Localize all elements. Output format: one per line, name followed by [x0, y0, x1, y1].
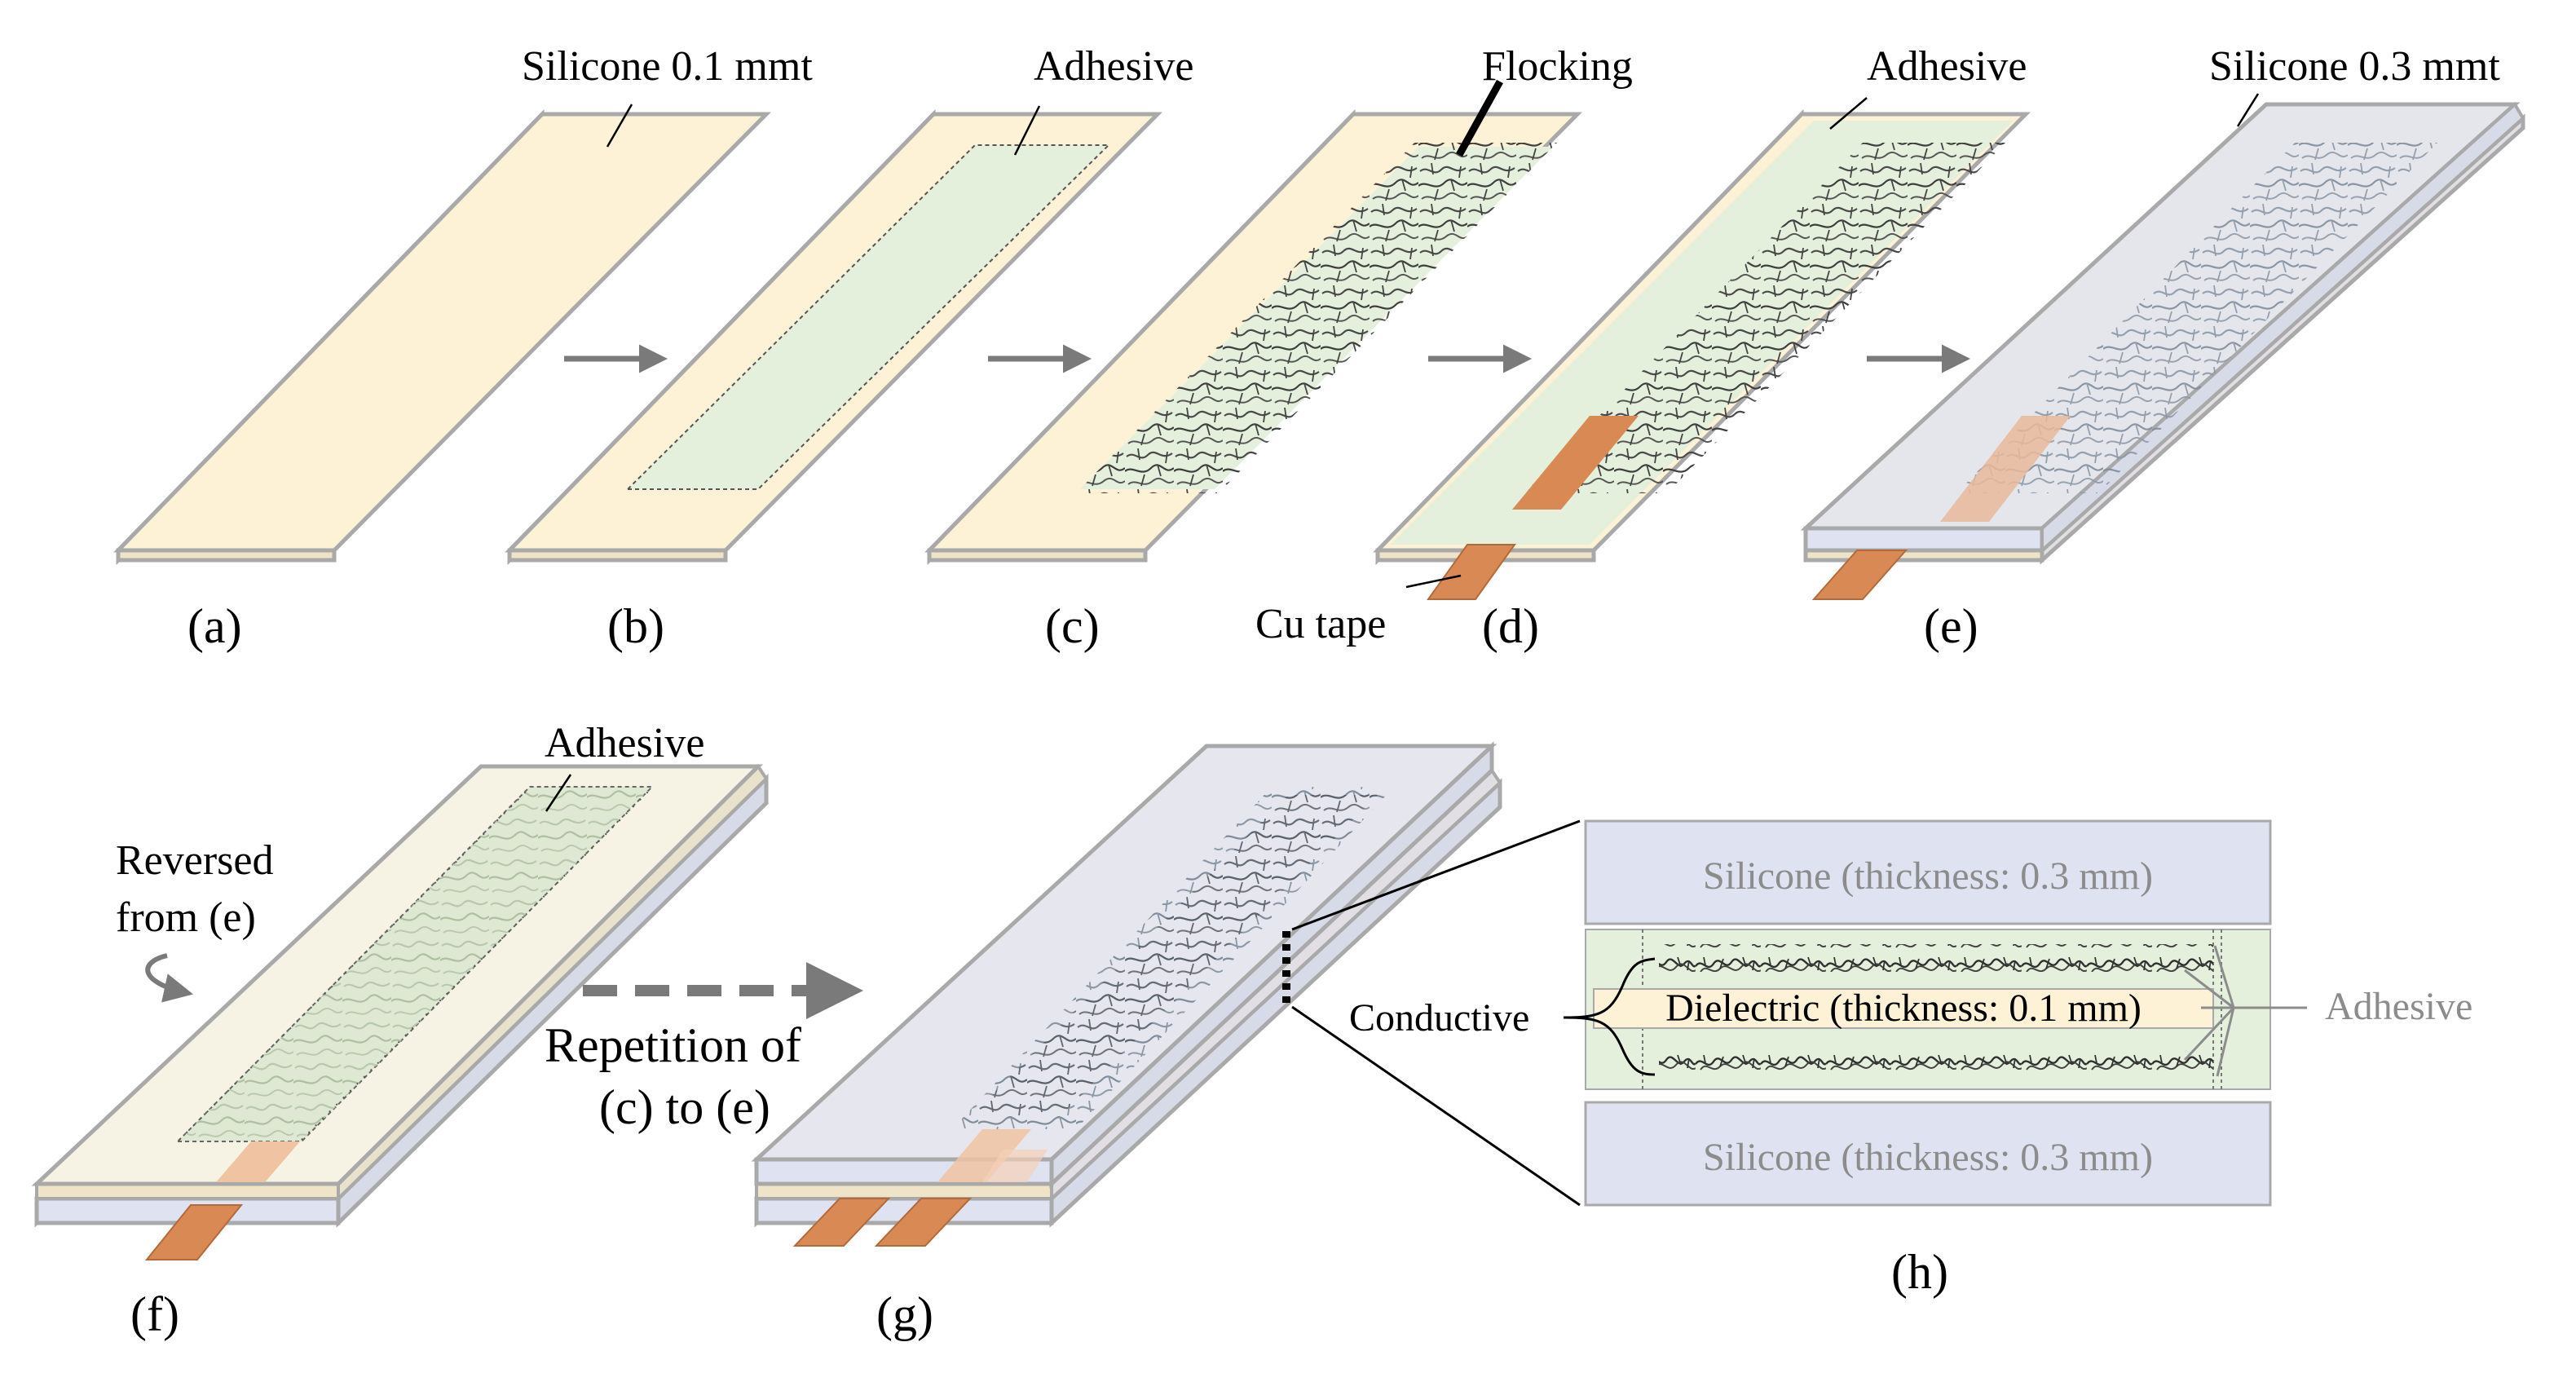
- cu-tape-inner-1: [937, 1129, 1031, 1182]
- repetition-label-line1: Repetition of: [545, 1018, 801, 1072]
- flocking-fibers: [1076, 143, 1557, 493]
- cu-tape-inner: [216, 1141, 300, 1182]
- panel-e: Silicone 0.3 mmt (e): [1800, 43, 2525, 653]
- panel-c: Flocking (c): [924, 43, 1633, 653]
- silicone-top-text: Silicone (thickness: 0.3 mm): [1703, 854, 2153, 898]
- adhesive-d-label: Adhesive: [1867, 43, 2027, 90]
- flocking-fibers: [1524, 143, 2005, 493]
- panel-g: (g): [751, 741, 1502, 1341]
- conductive-label: Conductive: [1349, 996, 1529, 1040]
- cu-tape-outer: [144, 1204, 244, 1260]
- conductive-brace: [1563, 957, 1656, 1076]
- reversed-curved-arrow: [145, 953, 194, 1003]
- panel-f: Adhesive Reversed from (e) (f): [31, 720, 769, 1341]
- adhesive-pointer-lines: [2183, 945, 2307, 1077]
- leader-line: [606, 104, 633, 148]
- dielectric-text: Dielectric (thickness: 0.1 mm): [1665, 987, 2142, 1030]
- zoom-line-bottom: [1291, 1005, 1581, 1207]
- panel-letter-f: (f): [130, 1287, 179, 1341]
- cu-tape-outer: [1427, 544, 1516, 600]
- silicone-03-label: Silicone 0.3 mmt: [2209, 43, 2500, 90]
- flocking-strip-bottom: [1659, 1049, 2213, 1076]
- cu-tape-outer: [1811, 550, 1908, 600]
- reversed-label-line2: from (e): [116, 894, 256, 941]
- panel-letter-h: (h): [1891, 1245, 1948, 1299]
- flocking-fibers: [1956, 143, 2437, 493]
- cu-tape-outer-1: [792, 1198, 891, 1247]
- silicone-thin-front: [1803, 548, 2044, 563]
- panel-d: Adhesive Cu tape (d): [1255, 43, 2031, 653]
- silicone-bottom-block: [1584, 1101, 2272, 1207]
- adhesive-h-label: Adhesive: [2325, 985, 2472, 1028]
- zoom-line-top: [1291, 819, 1581, 931]
- silicone-thick-front: [1803, 526, 2044, 553]
- silicone-thick-right: [2040, 101, 2525, 554]
- cu-tape-outer-2: [874, 1198, 973, 1247]
- silicone-top-block: [1584, 819, 2272, 925]
- flocking-fibers-dark: [970, 795, 1378, 1117]
- panel-letter-g: (g): [876, 1287, 933, 1341]
- stack-mid-front: [755, 1182, 1053, 1200]
- cu-tape-label: Cu tape: [1255, 601, 1386, 647]
- silicone-01-label: Silicone 0.1 mmt: [522, 43, 813, 90]
- panel-a: Silicone 0.1 mmt (a): [113, 43, 813, 653]
- adhesive-b-label: Adhesive: [1034, 43, 1193, 90]
- dielectric-block: [1593, 988, 2214, 1029]
- flocking-label: Flocking: [1482, 43, 1633, 90]
- flocking-strip-top: [1659, 944, 2213, 972]
- flocking-leader: [1456, 79, 1503, 157]
- leader-line: [2236, 93, 2260, 127]
- cu-tape-inner: [1940, 416, 2071, 522]
- panel-letter-a: (a): [187, 599, 242, 653]
- adhesive-region: [625, 144, 1111, 490]
- silicone-bottom-text: Silicone (thickness: 0.3 mm): [1703, 1136, 2153, 1179]
- cu-tape-inner: [1512, 416, 1639, 510]
- silicone-thin-top-edge: [35, 1182, 340, 1200]
- silicone-layer-top: [113, 112, 771, 553]
- panel-letter-c: (c): [1045, 599, 1100, 653]
- cu-tape-inner-2: [982, 1150, 1048, 1182]
- repetition-label-line2: (c) to (e): [599, 1080, 770, 1134]
- leader-line: [545, 774, 572, 812]
- adhesive-d-leader: [1829, 97, 1868, 130]
- panel-letter-e: (e): [1924, 599, 1978, 653]
- leader-line: [1013, 105, 1041, 156]
- panel-letter-d: (d): [1482, 599, 1539, 653]
- panel-letter-b: (b): [607, 599, 664, 653]
- reversed-label-line1: Reversed: [116, 837, 273, 884]
- cu-tape-leader: [1405, 574, 1462, 589]
- flocking-fibers: [178, 787, 652, 1141]
- adhesive-f-label: Adhesive: [545, 720, 704, 766]
- panel-b: Adhesive (b): [505, 43, 1193, 653]
- panel-h: Silicone (thickness: 0.3 mm) Dielectric …: [1349, 819, 2472, 1299]
